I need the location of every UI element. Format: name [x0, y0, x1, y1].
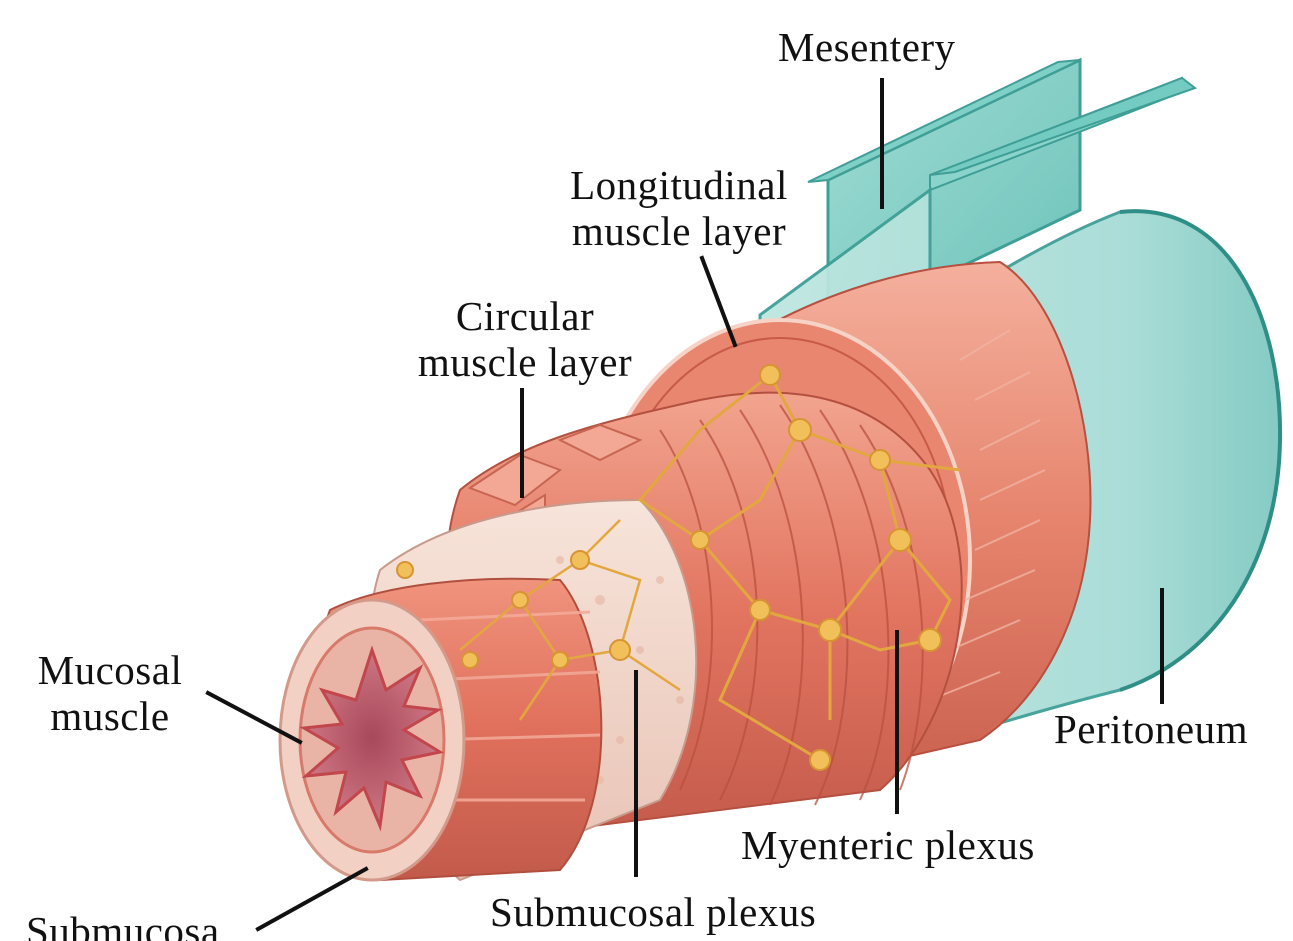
label-mucosal-line-2: muscle: [20, 693, 200, 739]
label-submucosa: Submucosa: [26, 908, 220, 941]
label-longitudinal-line-1: Longitudinal: [556, 162, 802, 208]
label-submucosal-plexus-line-1: Submucosal plexus: [490, 889, 816, 935]
label-circular-muscle-layer: Circular muscle layer: [402, 293, 648, 385]
label-submucosal-plexus: Submucosal plexus: [490, 889, 816, 935]
label-longitudinal-muscle-layer: Longitudinal muscle layer: [556, 162, 802, 254]
label-myenteric-line-1: Myenteric plexus: [741, 822, 1035, 868]
label-mesentery: Mesentery: [778, 24, 956, 70]
label-longitudinal-line-2: muscle layer: [556, 208, 802, 254]
label-circular-line-2: muscle layer: [402, 339, 648, 385]
label-peritoneum: Peritoneum: [1054, 706, 1248, 752]
label-mesentery-line-1: Mesentery: [778, 24, 956, 70]
label-myenteric-plexus: Myenteric plexus: [741, 822, 1035, 868]
mucosa-tube: [280, 579, 601, 880]
label-mucosal-line-1: Mucosal: [20, 647, 200, 693]
submucosa-leader-line: [258, 869, 366, 929]
label-peritoneum-line-1: Peritoneum: [1054, 706, 1248, 752]
label-submucosa-line-1: Submucosa: [26, 908, 220, 941]
label-circular-line-1: Circular: [402, 293, 648, 339]
label-mucosal-muscle: Mucosal muscle: [20, 647, 200, 739]
